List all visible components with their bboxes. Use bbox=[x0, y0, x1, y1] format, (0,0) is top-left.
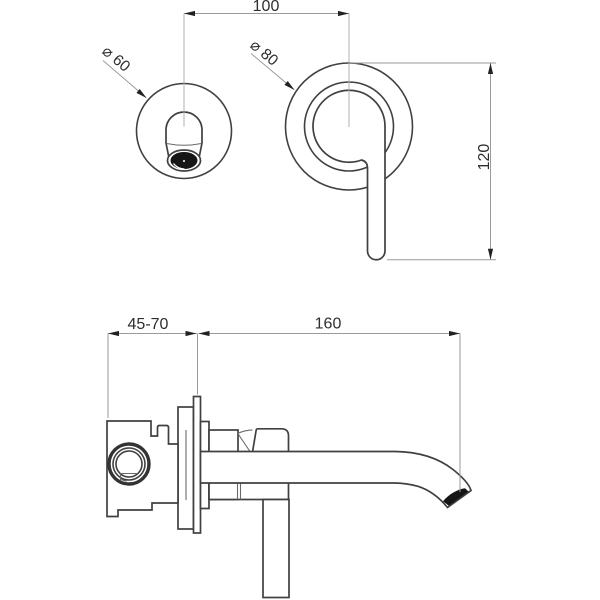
cartridge-outer-ring bbox=[107, 442, 151, 486]
dim-45-70: 45-70 bbox=[107, 316, 198, 418]
dia-80-arrow bbox=[284, 80, 295, 90]
cartridge-inner-ring bbox=[115, 450, 143, 478]
dim-120-arrow-bottom bbox=[487, 248, 494, 260]
body-top-cap bbox=[251, 427, 290, 453]
side-view: 45-70 160 bbox=[106, 316, 472, 599]
body-underside bbox=[208, 481, 290, 501]
dim-160: 160 bbox=[198, 316, 460, 337]
dia-60-arrow bbox=[136, 88, 147, 98]
wall-plate bbox=[192, 395, 202, 534]
callout-dia-60: ⌀ 60 bbox=[99, 43, 147, 98]
mixer-body bbox=[208, 427, 290, 599]
spout-side-view bbox=[199, 333, 472, 509]
dim-160-arrow-right bbox=[449, 330, 460, 337]
dim-100-arrow-left bbox=[184, 10, 195, 17]
spout-outlet-highlight bbox=[173, 163, 185, 170]
dim-120: 120 bbox=[350, 62, 496, 261]
dim-120-arrow-top bbox=[487, 63, 494, 74]
dim-100-arrow-right bbox=[338, 10, 349, 17]
dim-45-70-arrow-left bbox=[108, 330, 119, 337]
dim-120-label: 120 bbox=[476, 144, 493, 171]
body-junction-edge bbox=[238, 434, 251, 452]
dim-100: 100 bbox=[184, 0, 349, 17]
dim-100-label: 100 bbox=[253, 0, 280, 15]
dim-45-70-label: 45-70 bbox=[128, 316, 169, 333]
dia-60-label: ⌀ 60 bbox=[99, 43, 134, 76]
spout-front-view bbox=[135, 13, 233, 180]
callout-dia-80: ⌀ 80 bbox=[247, 37, 295, 90]
cartridge-middle-ring bbox=[112, 447, 146, 481]
handle-lever bbox=[312, 89, 386, 261]
spout-outlet-center-dot bbox=[183, 160, 185, 162]
body-junction-curve bbox=[237, 429, 253, 434]
concealed-valve-body bbox=[106, 406, 195, 530]
cartridge-key-notch bbox=[119, 473, 127, 482]
handle-front-view bbox=[284, 13, 414, 261]
front-view: 100 ⌀ 60 ⌀ 8 bbox=[99, 0, 496, 261]
lever-handle-side-view bbox=[262, 498, 290, 599]
dim-160-label: 160 bbox=[315, 316, 342, 333]
spout-tube bbox=[199, 450, 472, 509]
spout-nozzle-seam bbox=[166, 142, 202, 146]
dim-45-70-arrow-right bbox=[185, 330, 197, 337]
dim-160-arrow-left bbox=[198, 330, 210, 337]
spout-outlet-side bbox=[443, 488, 469, 506]
